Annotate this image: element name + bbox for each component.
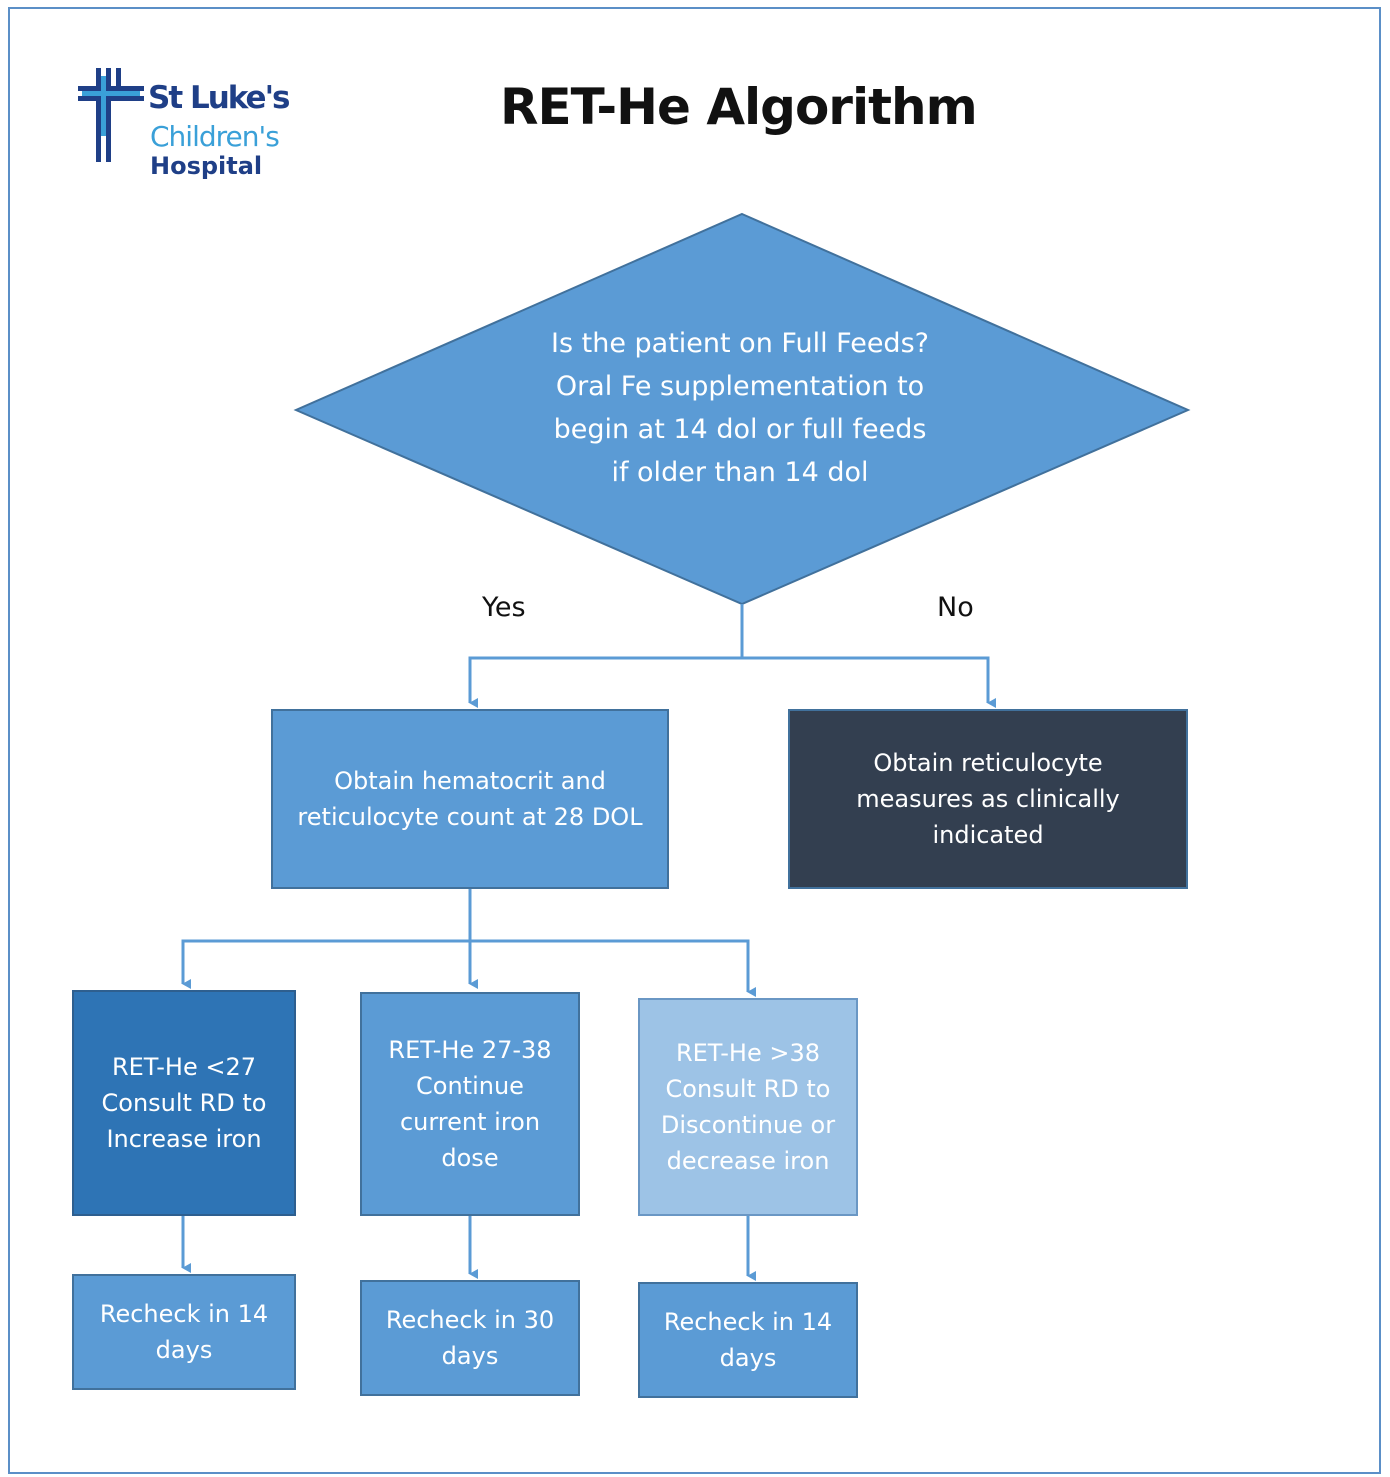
page-title: RET-He Algorithm (500, 78, 978, 136)
logo-name: St Luke's (148, 80, 291, 116)
recheck-normal-box: Recheck in 30 days (360, 1280, 580, 1396)
yes-step-box: Obtain hematocrit and reticulocyte count… (271, 709, 669, 889)
ret-he-low-box: RET-He <27 Consult RD to Increase iron (72, 990, 296, 1216)
cross-icon (78, 68, 144, 162)
ret-he-high-box: RET-He >38 Consult RD to Discontinue or … (638, 998, 858, 1216)
logo-childrens: Children's (150, 120, 280, 153)
no-label: No (937, 592, 974, 623)
yes-label: Yes (482, 592, 526, 623)
no-step-box: Obtain reticulocyte measures as clinical… (788, 709, 1188, 889)
connector-no-branch (742, 656, 996, 708)
recheck-high-box: Recheck in 14 days (638, 1282, 858, 1398)
connector-yes-branch (468, 656, 742, 708)
connector-low-branch (181, 939, 470, 989)
diagram-frame (8, 7, 1381, 1474)
connector-high-branch (470, 939, 756, 997)
ret-he-normal-box: RET-He 27-38 Continue current iron dose (360, 992, 580, 1216)
recheck-low-box: Recheck in 14 days (72, 1274, 296, 1390)
decision-question: Is the patient on Full Feeds? Oral Fe su… (551, 328, 929, 488)
hospital-logo: St Luke's Children's Hospital (78, 66, 318, 186)
logo-hospital: Hospital (150, 152, 263, 180)
